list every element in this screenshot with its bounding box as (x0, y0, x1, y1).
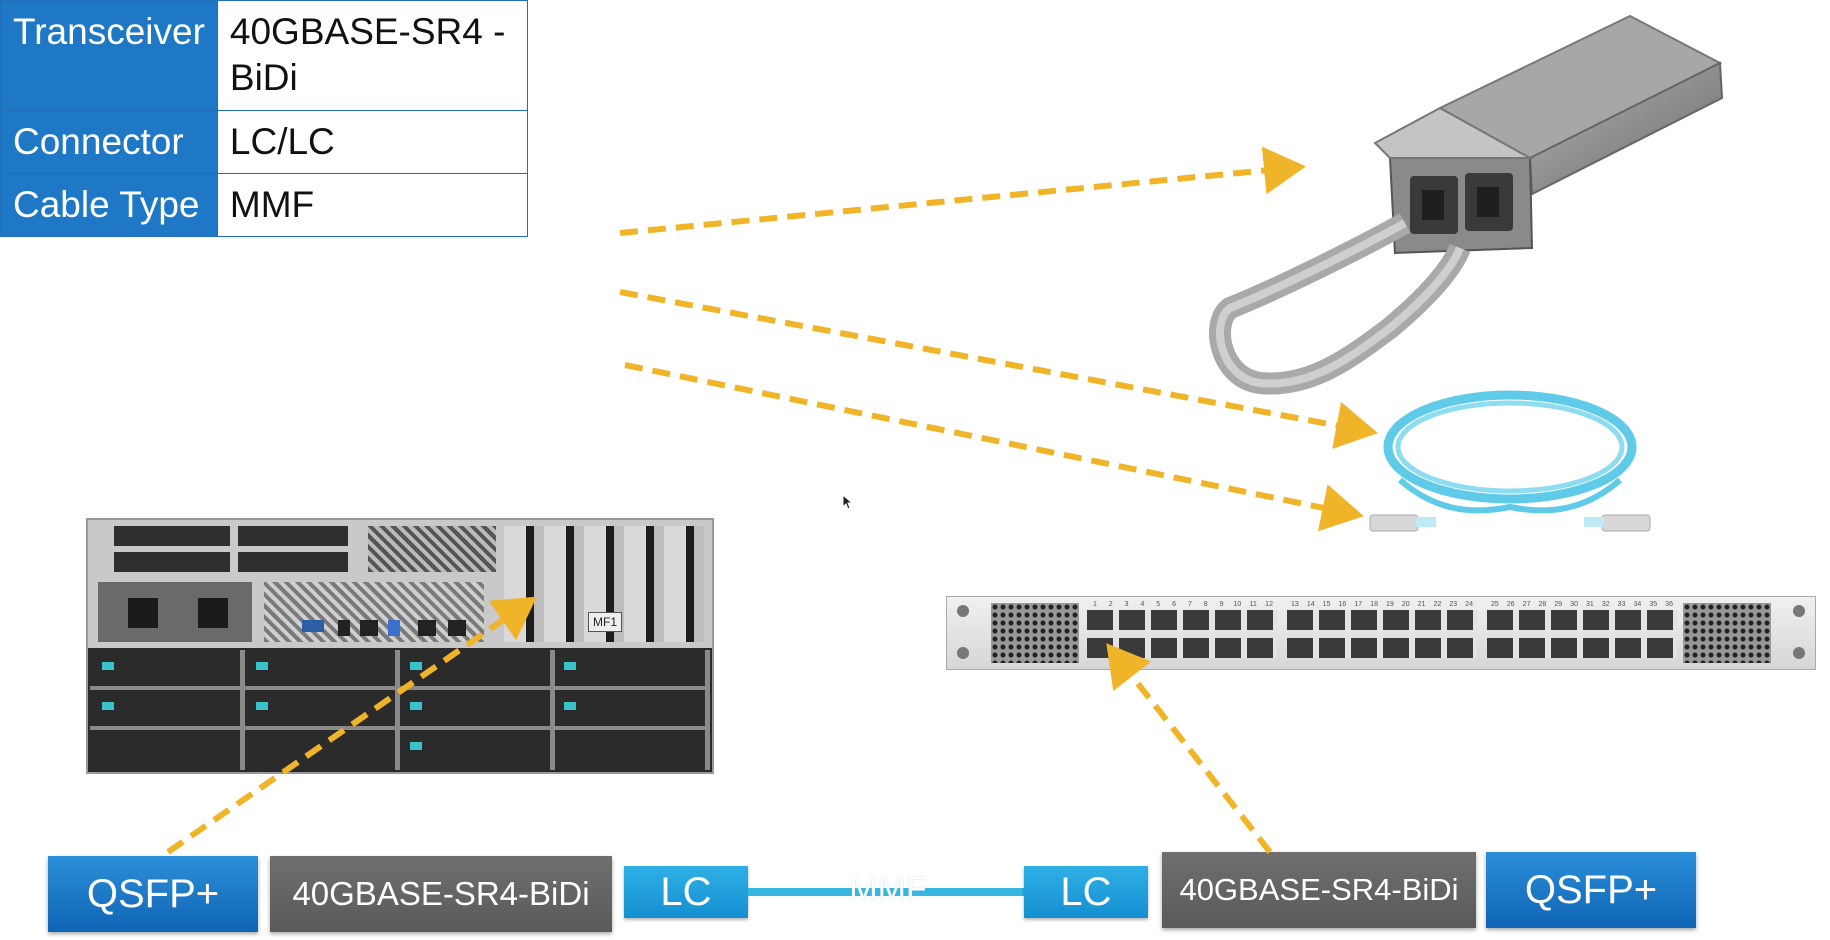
port-number: 24 (1465, 601, 1473, 608)
port-number: 11 (1249, 601, 1257, 608)
port-group-3: 25 26 27 28 29 30 31 32 33 34 35 36 (1487, 601, 1677, 663)
left-lc-connector-box: LC (624, 866, 748, 918)
port-number: 20 (1401, 601, 1410, 608)
server-image: MF1 (86, 518, 714, 774)
port-number: 1 (1092, 601, 1097, 608)
qsfp-transceiver-image (1209, 14, 1724, 395)
spec-key: Cable Type (0, 172, 218, 238)
port-number: 31 (1586, 601, 1594, 608)
arrow-to-transceiver (619, 146, 1306, 236)
port-number: 4 (1140, 601, 1145, 608)
port-number: 35 (1649, 601, 1658, 608)
port-number: 21 (1417, 601, 1426, 608)
port-number: 33 (1617, 601, 1626, 608)
port-number: 27 (1522, 601, 1531, 608)
left-qsfp-port-box: QSFP+ (48, 856, 258, 932)
port-number: 29 (1554, 601, 1563, 608)
port-number: 14 (1306, 601, 1315, 608)
spec-row-transceiver: Transceiver 40GBASE-SR4 - BiDi (0, 0, 529, 111)
arrow-to-server-port (166, 596, 537, 855)
right-qsfp-port-box: QSFP+ (1486, 852, 1696, 928)
port-number: 32 (1601, 601, 1610, 608)
port-number: 16 (1338, 601, 1347, 608)
port-number: 12 (1265, 601, 1273, 608)
port-number: 10 (1233, 601, 1242, 608)
port-number: 34 (1633, 601, 1642, 608)
arrow-to-cable (619, 289, 1378, 450)
port-number: 23 (1449, 601, 1458, 608)
spec-key: Connector (0, 109, 218, 174)
port-number: 8 (1203, 601, 1208, 608)
port-number: 30 (1570, 601, 1578, 608)
mmf-cable-line (748, 888, 1024, 896)
arrow-to-switch-port (1106, 643, 1273, 854)
port-number: 9 (1219, 601, 1224, 608)
slot-label: MF1 (588, 612, 622, 632)
spec-row-cable-type: Cable Type MMF (0, 172, 529, 238)
port-number: 5 (1156, 601, 1161, 608)
right-transceiver-box: 40GBASE-SR4-BiDi (1162, 852, 1476, 928)
port-number: 25 (1491, 601, 1499, 608)
port-number: 13 (1291, 601, 1299, 608)
port-number: 22 (1433, 601, 1442, 608)
arrow-to-cable-connector (624, 362, 1364, 532)
spec-key: Transceiver (0, 0, 218, 111)
port-number: 28 (1538, 601, 1547, 608)
right-lc-connector-box: LC (1024, 866, 1148, 918)
port-number: 6 (1172, 601, 1177, 608)
port-number: 17 (1354, 601, 1363, 608)
mouse-cursor-icon (842, 494, 854, 510)
port-number: 36 (1665, 601, 1673, 608)
port-number: 18 (1370, 601, 1378, 608)
port-number: 19 (1386, 601, 1394, 608)
fiber-cable-image (1369, 390, 1651, 532)
spec-value: 40GBASE-SR4 - BiDi (216, 0, 529, 111)
spec-value: MMF (216, 172, 529, 238)
port-number: 26 (1506, 601, 1515, 608)
port-number: 15 (1322, 601, 1331, 608)
port-group-2: 13 14 15 16 17 18 19 20 21 22 23 24 (1287, 601, 1477, 663)
left-transceiver-box: 40GBASE-SR4-BiDi (270, 856, 612, 932)
spec-table: Transceiver 40GBASE-SR4 - BiDi Connector… (0, 0, 529, 238)
port-number: 7 (1187, 601, 1192, 608)
port-number: 2 (1108, 601, 1113, 608)
port-number: 3 (1124, 601, 1129, 608)
cable-label: MMF (849, 870, 927, 906)
